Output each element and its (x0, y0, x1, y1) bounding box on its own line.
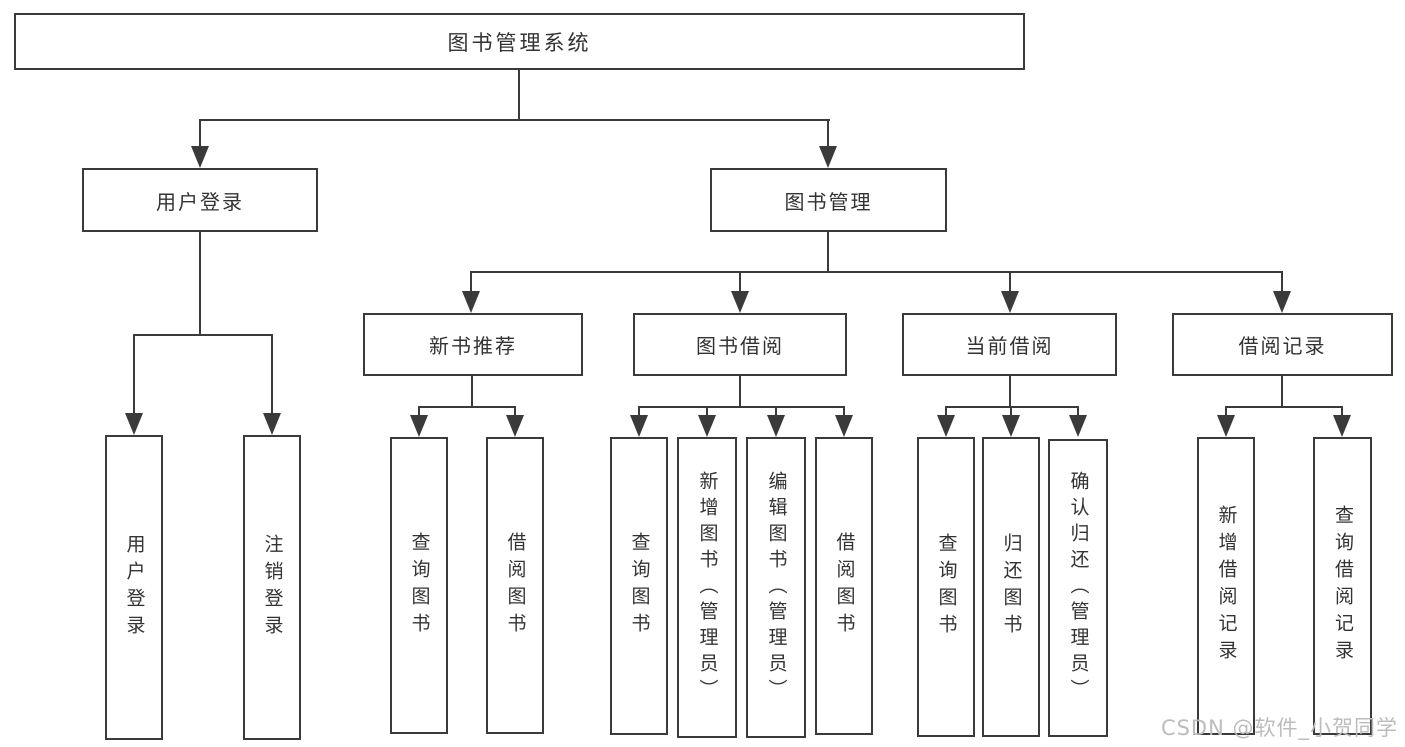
connector-line (470, 271, 1283, 273)
arrow-down-icon (698, 415, 716, 437)
leaf-return-book: 归还图书 (982, 437, 1040, 737)
arrow-down-icon (835, 415, 853, 437)
node-book-borrowing: 图书借阅 (633, 313, 847, 376)
connector-line (133, 334, 273, 336)
connector-line (1077, 406, 1079, 417)
arrow-down-icon (263, 413, 281, 435)
leaf-query-book: 查询图书 (917, 437, 975, 737)
arrow-down-icon (125, 413, 143, 435)
connector-line (470, 271, 472, 293)
connector-line (945, 406, 1079, 408)
connector-line (1341, 406, 1343, 417)
arrow-down-icon (1333, 415, 1351, 437)
connector-line (843, 406, 845, 417)
arrow-down-icon (462, 291, 480, 313)
arrow-down-icon (937, 415, 955, 437)
connector-line (638, 406, 845, 408)
leaf-add-borrow-record: 新增借阅记录 (1197, 437, 1255, 735)
arrow-down-icon (191, 146, 209, 168)
arrow-down-icon (1069, 415, 1087, 437)
connector-line (945, 406, 947, 417)
leaf-borrow-book: 借阅图书 (815, 437, 873, 735)
arrow-down-icon (1273, 291, 1291, 313)
arrow-down-icon (1001, 291, 1019, 313)
arrow-down-icon (410, 415, 428, 437)
arrow-down-icon (819, 146, 837, 168)
connector-line (827, 119, 829, 148)
connector-line (471, 376, 473, 408)
leaf-logout: 注销登录 (243, 435, 301, 740)
arrow-down-icon (506, 415, 524, 437)
connector-line (518, 70, 520, 119)
connector-line (271, 334, 273, 415)
arrow-down-icon (1002, 415, 1020, 437)
connector-line (418, 406, 420, 417)
node-new-book-recommend: 新书推荐 (363, 313, 583, 376)
connector-line (1009, 271, 1011, 293)
connector-line (1225, 406, 1227, 417)
connector-line (514, 406, 516, 417)
connector-line (1010, 406, 1012, 417)
connector-line (1009, 376, 1011, 408)
leaf-query-book: 查询图书 (390, 437, 448, 734)
connector-line (199, 119, 830, 121)
arrow-down-icon (1217, 415, 1235, 437)
connector-line (199, 232, 201, 336)
connector-line (739, 271, 741, 293)
leaf-query-book: 查询图书 (610, 437, 668, 735)
connector-line (706, 406, 708, 417)
connector-line (199, 119, 201, 148)
arrow-down-icon (767, 415, 785, 437)
csdn-watermark: CSDN @软件_小贺同学 (1160, 716, 1398, 740)
connector-line (133, 334, 135, 415)
arrow-down-icon (731, 291, 749, 313)
node-book-management: 图书管理 (710, 168, 947, 232)
connector-line (1281, 271, 1283, 293)
node-borrowing-records: 借阅记录 (1172, 313, 1393, 376)
arrow-down-icon (630, 415, 648, 437)
connector-line (775, 406, 777, 417)
leaf-query-borrow-record: 查询借阅记录 (1313, 437, 1372, 735)
leaf-borrow-book: 借阅图书 (486, 437, 544, 734)
leaf-user-login: 用户登录 (105, 435, 163, 740)
node-user-login: 用户登录 (82, 168, 318, 232)
leaf-add-book-admin: 新增图书（管理员） (677, 437, 737, 738)
connector-line (827, 232, 829, 273)
connector-line (638, 406, 640, 417)
connector-line (1225, 406, 1343, 408)
node-library-management-system: 图书管理系统 (14, 13, 1025, 70)
connector-line (418, 406, 516, 408)
leaf-edit-book-admin: 编辑图书（管理员） (746, 437, 806, 738)
leaf-confirm-return-admin: 确认归还（管理员） (1048, 439, 1108, 737)
node-current-borrowing: 当前借阅 (902, 313, 1117, 376)
connector-line (739, 376, 741, 408)
connector-line (1281, 376, 1283, 408)
